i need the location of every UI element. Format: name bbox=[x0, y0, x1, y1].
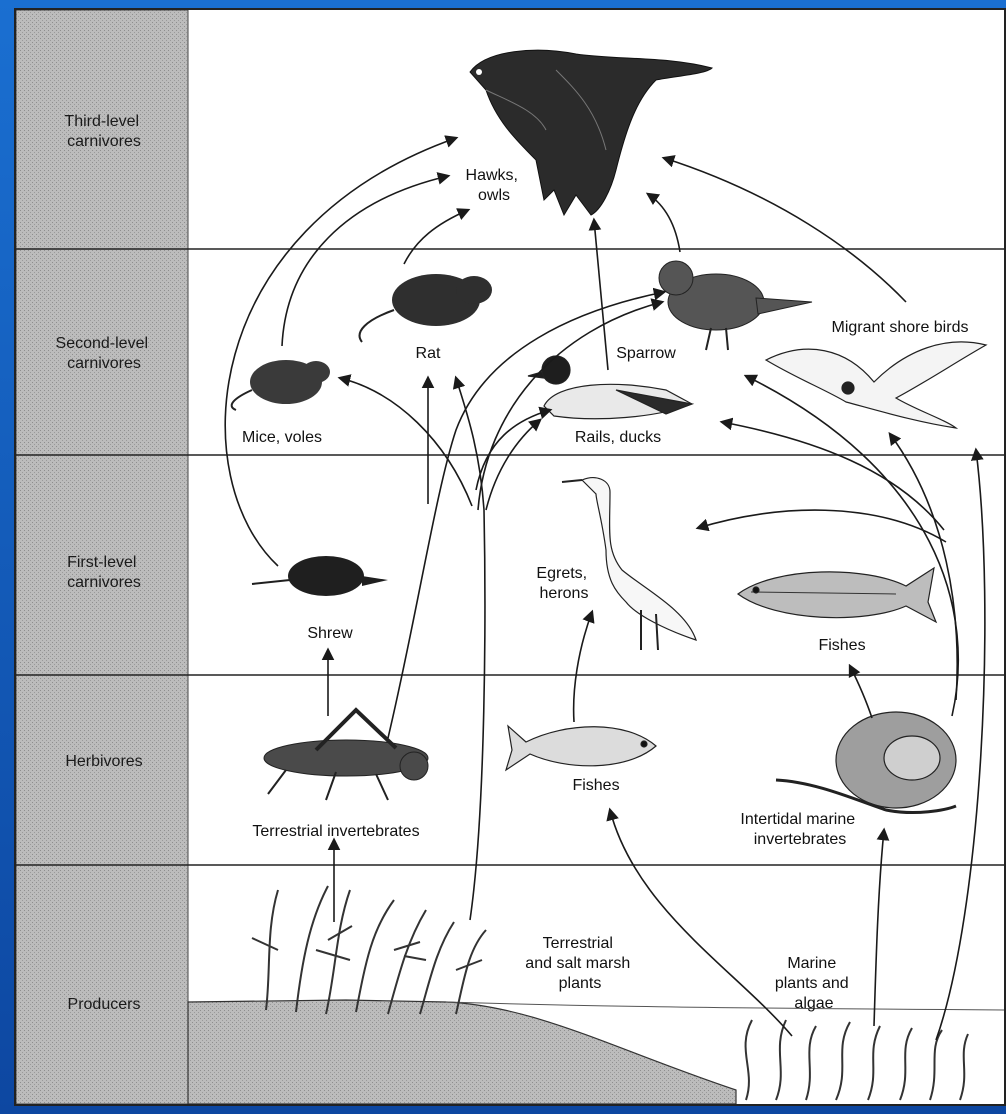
snail-illustration bbox=[776, 712, 956, 813]
label-egrets-herons: Egrets, herons bbox=[536, 565, 591, 602]
marsh-grass-illustration bbox=[252, 886, 486, 1014]
label-fishes-carnivore: Fishes bbox=[818, 637, 865, 654]
arrow-sparrow-to-hawks bbox=[648, 194, 680, 252]
bass-fish-illustration bbox=[738, 568, 936, 622]
arrow-plants-to-rat bbox=[456, 378, 485, 920]
label-hawks-owls: Hawks, owls bbox=[466, 167, 523, 204]
shrew-illustration bbox=[252, 556, 388, 596]
label-migrant-shore-birds: Migrant shore birds bbox=[832, 319, 969, 336]
arrow-rat-to-hawks bbox=[404, 210, 468, 264]
label-mice-voles: Mice, voles bbox=[242, 429, 322, 446]
label-marine-plants: Marine plants and algae bbox=[775, 955, 853, 1012]
arrow-invert-to-fishes bbox=[850, 666, 872, 718]
arrow-fish-to-egrets bbox=[574, 612, 592, 722]
ground bbox=[188, 1000, 736, 1104]
label-terrestrial-plants: Terrestrial and salt marsh plants bbox=[525, 935, 634, 992]
label-fishes-herbivore: Fishes bbox=[572, 777, 619, 794]
label-shrew: Shrew bbox=[307, 625, 353, 642]
label-intertidal-invertebrates: Intertidal marine invertebrates bbox=[740, 811, 859, 848]
label-terrestrial-invertebrates: Terrestrial invertebrates bbox=[252, 823, 419, 840]
label-sparrow: Sparrow bbox=[616, 345, 676, 362]
level-label-herbivores: Herbivores bbox=[65, 753, 142, 770]
seaweed-illustration bbox=[746, 1020, 968, 1100]
arrow-snail-to-egrets bbox=[698, 510, 946, 542]
food-web-diagram: Third-level carnivores Second-level carn… bbox=[16, 10, 1004, 1104]
duck-illustration bbox=[528, 356, 692, 419]
level-label-producers: Producers bbox=[68, 996, 141, 1013]
rat-illustration bbox=[360, 274, 492, 342]
shore-bird-illustration bbox=[766, 342, 986, 428]
sparrow-illustration bbox=[659, 261, 812, 350]
grasshopper-illustration bbox=[264, 710, 428, 800]
small-fish-illustration bbox=[506, 726, 656, 770]
label-rails-ducks: Rails, ducks bbox=[575, 429, 661, 446]
water-line bbox=[446, 1002, 1004, 1010]
mouse-illustration bbox=[232, 360, 330, 410]
egret-illustration bbox=[562, 478, 696, 650]
arrow-plants-to-ducks bbox=[486, 420, 540, 510]
arrow-snail-to-ducks bbox=[722, 422, 944, 530]
arrow-snail-to-shorebirds bbox=[890, 434, 957, 700]
arrow-snail-to-sparrow bbox=[746, 376, 958, 716]
arrow-ducks-to-hawks bbox=[594, 220, 608, 370]
arrow-marine-to-intertidal bbox=[874, 830, 884, 1026]
label-rat: Rat bbox=[416, 345, 441, 362]
food-web-panel: Third-level carnivores Second-level carn… bbox=[14, 8, 1006, 1106]
